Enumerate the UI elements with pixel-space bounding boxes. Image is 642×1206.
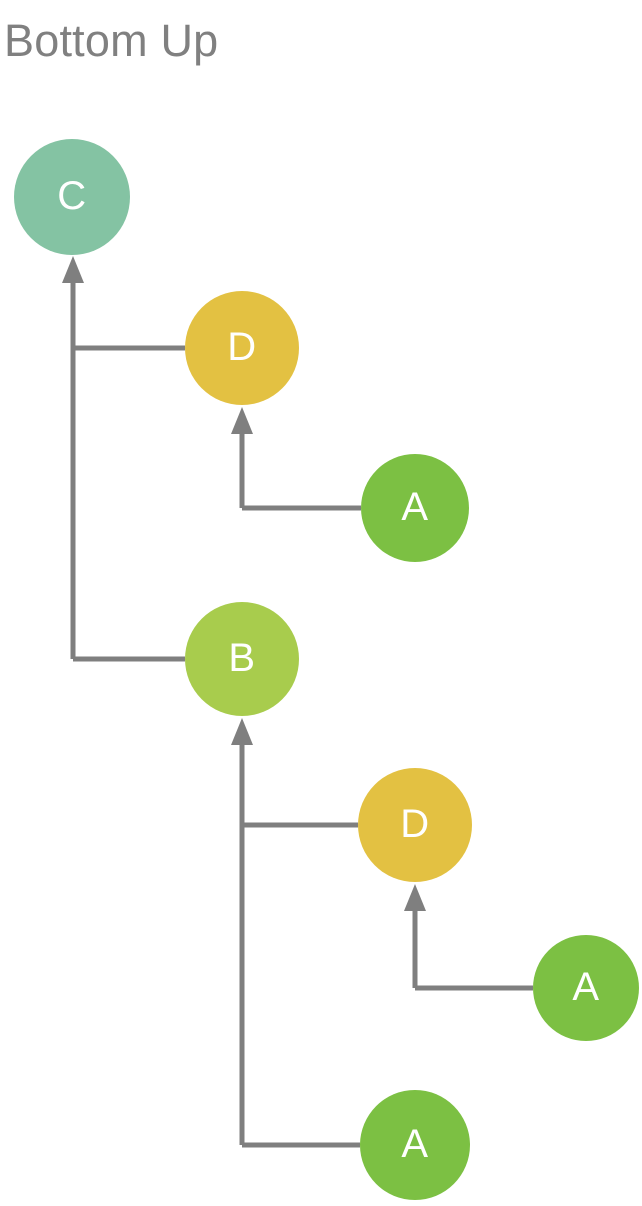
edge-a1-to-d1 (231, 407, 361, 511)
node-label: D (227, 325, 257, 369)
edge-b-to-c (70, 348, 185, 662)
page-title: Bottom Up (4, 15, 219, 66)
graph-node-d-2[interactable]: D (358, 768, 472, 882)
node-label: B (228, 636, 256, 680)
node-label: A (401, 485, 429, 529)
node-label: A (572, 965, 600, 1009)
edge-a2-to-d2 (404, 884, 533, 991)
graph-node-b[interactable]: B (185, 602, 299, 716)
edge-a3-to-b (239, 825, 360, 1148)
node-label: A (401, 1122, 429, 1166)
node-label: C (57, 174, 87, 218)
graph-node-a-1[interactable]: A (361, 454, 469, 562)
graph-node-a-3[interactable]: A (360, 1090, 470, 1200)
graph-node-a-2[interactable]: A (533, 935, 639, 1041)
edge-d1-to-c (62, 256, 185, 351)
edge-d2-to-b (231, 718, 358, 828)
graph-node-d-1[interactable]: D (185, 291, 299, 405)
graph-node-c[interactable]: C (14, 139, 130, 255)
node-label: D (400, 802, 430, 846)
